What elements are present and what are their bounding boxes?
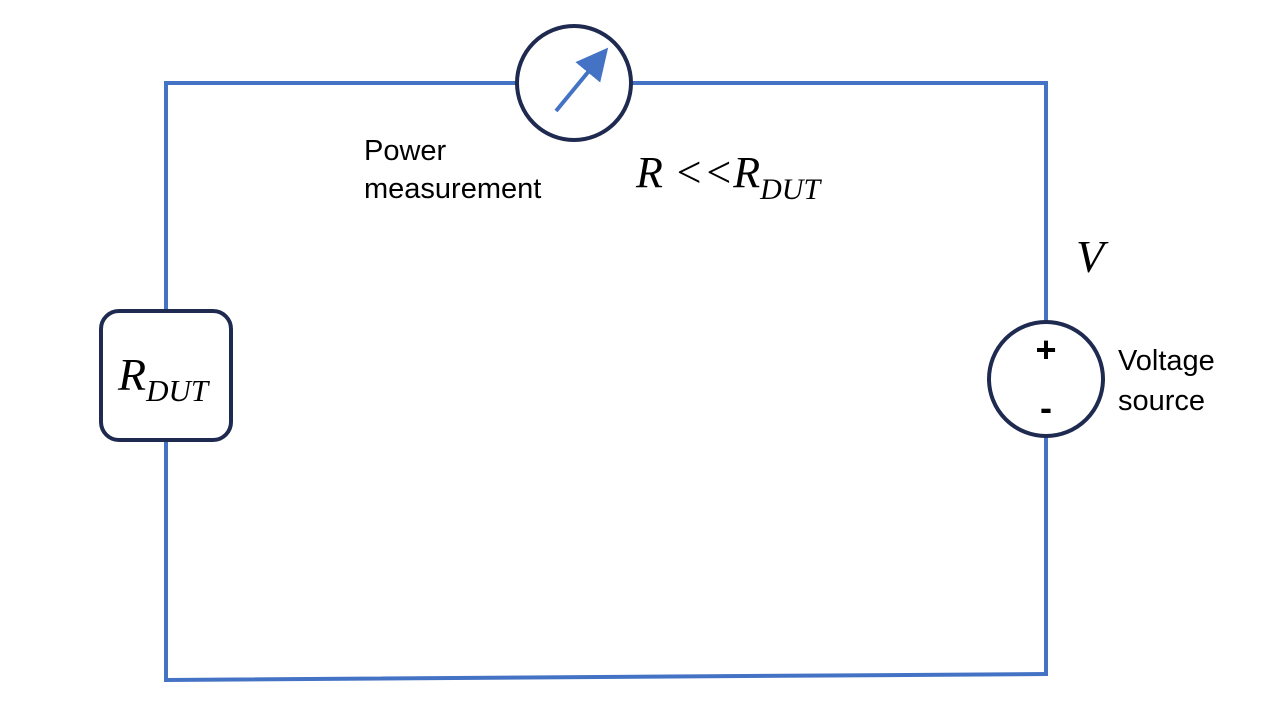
- power-meter: [515, 24, 633, 142]
- condition-subscript: DUT: [759, 173, 822, 206]
- minus-sign: -: [1040, 387, 1052, 428]
- dut-resistor: RDUT: [99, 309, 233, 442]
- dut-subscript: DUT: [145, 373, 211, 408]
- voltage-source: + -: [987, 320, 1105, 438]
- meter-circle: [515, 24, 633, 142]
- resistance-condition: R <<RDUT: [635, 148, 822, 206]
- circuit-wires: [163, 81, 1049, 683]
- source-label-line2: source: [1118, 385, 1205, 417]
- condition-main: R <<R: [635, 148, 760, 197]
- meter-label-line1: Power: [364, 135, 447, 167]
- dut-box: [99, 309, 233, 442]
- dut-label: RDUT: [117, 349, 211, 408]
- source-label-line1: Voltage: [1118, 345, 1215, 377]
- wire-bottom: [163, 671, 1049, 683]
- ammeter-gauge-icon: [554, 47, 609, 113]
- voltage-symbol: V: [1076, 231, 1109, 282]
- source-circle: [987, 320, 1105, 438]
- plus-sign: +: [1035, 329, 1056, 370]
- meter-label-line2: measurement: [364, 173, 541, 205]
- dut-symbol: R: [117, 349, 146, 400]
